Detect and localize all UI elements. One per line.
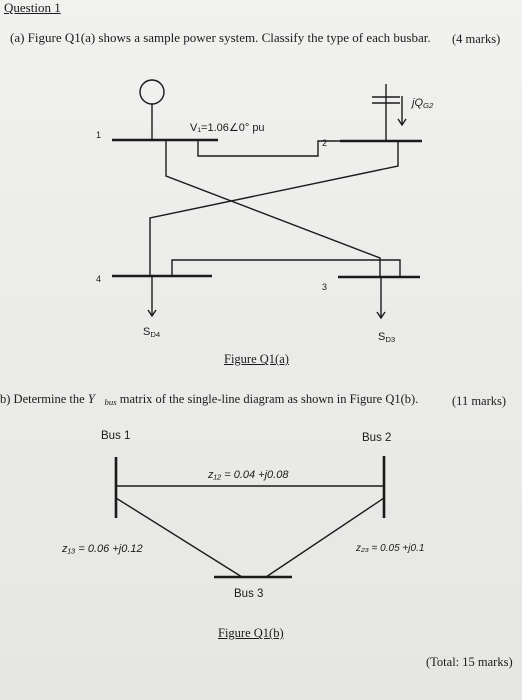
sd3-label: SD3 [378, 331, 396, 344]
bus-1-label: 1 [96, 130, 102, 140]
part-b-marks: (11 marks) [452, 394, 507, 408]
question-title: Question 1 [4, 0, 61, 15]
bus2-label-b: Bus 2 [362, 432, 392, 444]
part-b-text: b) Determine the Y⃗bus matrix of the sin… [0, 392, 419, 407]
line-z23 [265, 497, 385, 578]
figure-q1b-caption: Figure Q1(b) [218, 626, 284, 640]
z13-label: z₁₃ = 0.06 +j0.12 [62, 543, 143, 555]
bus-4-label: 4 [96, 274, 102, 284]
load-arrow-d3-icon [376, 311, 386, 320]
bus1-label-b: Bus 1 [101, 430, 131, 442]
bus3-label-b: Bus 3 [234, 588, 264, 600]
total-marks: (Total: 15 marks) [426, 655, 513, 669]
z23-label: z₂₃ = 0.05 +j0.1 [356, 543, 425, 554]
generator-icon [139, 79, 165, 105]
figure-q1a-caption: Figure Q1(a) [224, 352, 289, 366]
part-a-text: (a) Figure Q1(a) shows a sample power sy… [10, 30, 431, 45]
line-z13 [115, 497, 243, 578]
bus-2-label: 2 [322, 138, 328, 148]
part-a-marks: (4 marks) [452, 32, 501, 46]
z12-label: z₁₂ = 0.04 +j0.08 [208, 469, 289, 481]
sd4-label: SD4 [143, 326, 161, 339]
bus-3-label: 3 [322, 282, 328, 292]
voltage-label: V₁=1.06∠0° pu [190, 122, 265, 134]
load-arrow-d4-icon [147, 309, 157, 318]
jq-g2-label: jQG2 [412, 97, 434, 110]
figure-q1b-diagram [114, 456, 386, 579]
